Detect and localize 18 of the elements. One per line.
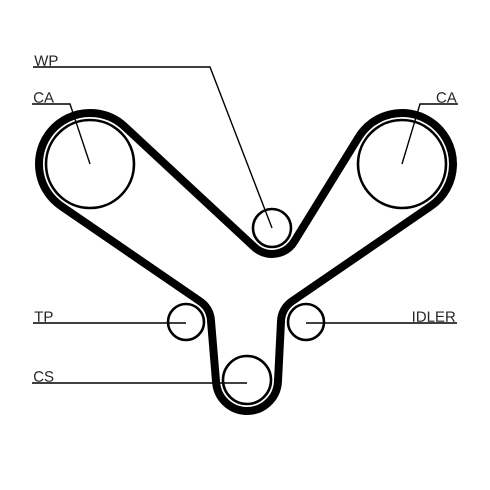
leader-line (33, 66, 273, 228)
pulley (222, 354, 272, 406)
pulley-label: CA (34, 92, 54, 103)
leader-line (33, 322, 186, 324)
pulley-label: CA (436, 92, 457, 103)
pulley-label: WP (34, 55, 58, 66)
pulley (252, 208, 292, 248)
pulley (44, 118, 136, 210)
pulley (166, 302, 206, 342)
leader-line (306, 322, 457, 324)
leader-line (401, 103, 458, 164)
leader-line (32, 382, 247, 384)
pulley (286, 302, 326, 342)
pulley (356, 118, 448, 210)
leader-line (32, 103, 91, 164)
pulley-label: TP (34, 311, 53, 322)
pulley-label: CS (34, 371, 54, 382)
pulley-label: IDLER (413, 311, 456, 322)
